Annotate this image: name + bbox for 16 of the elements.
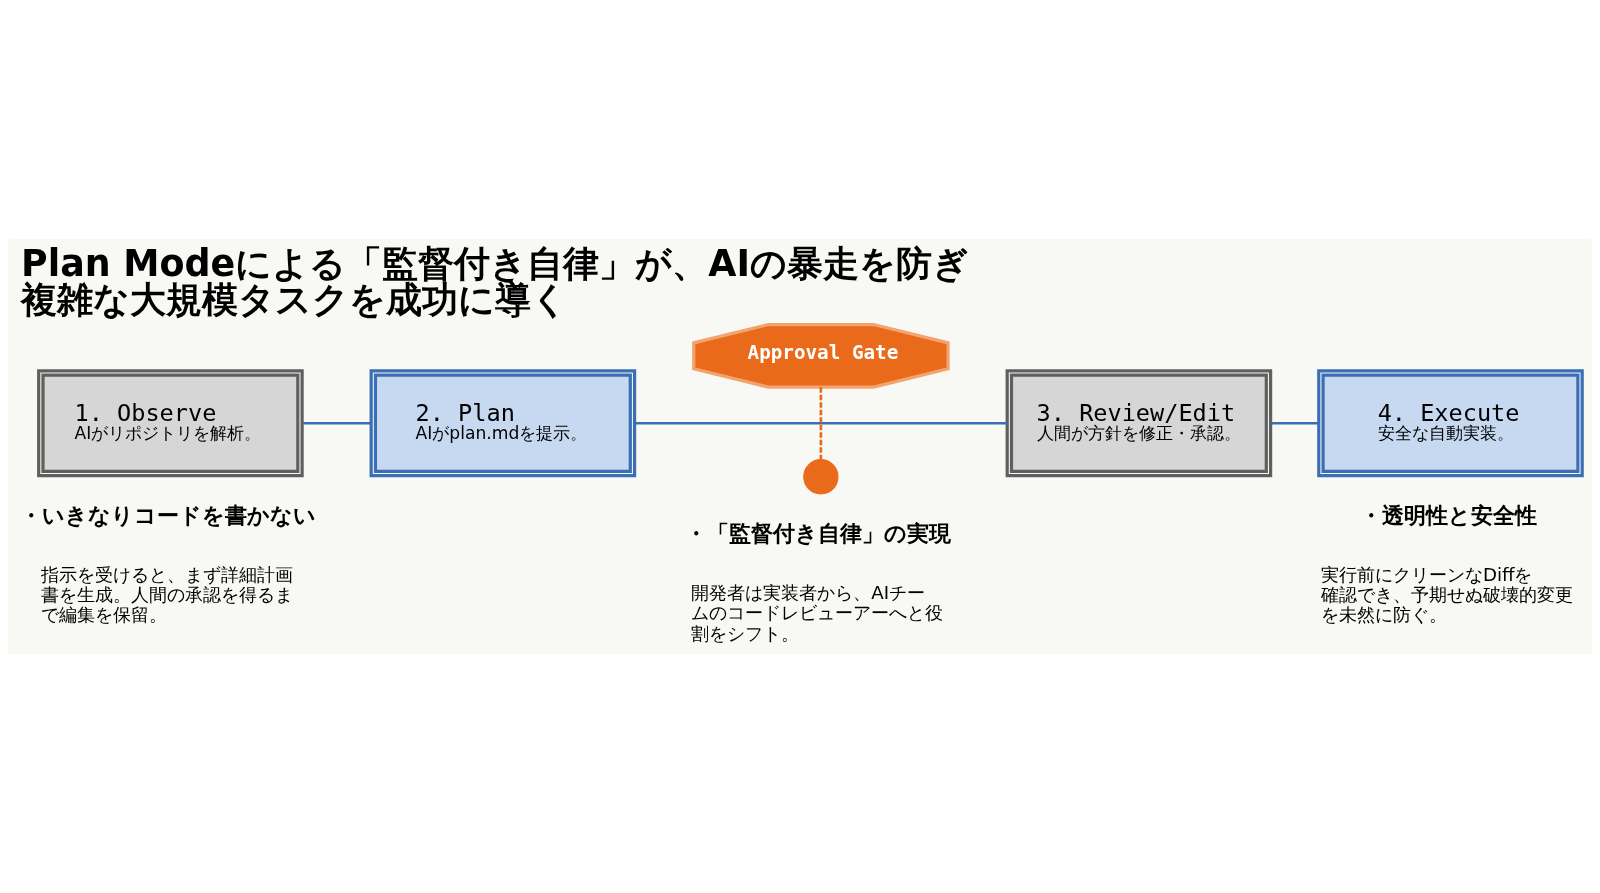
connector: [1270, 421, 1319, 425]
connector: [302, 421, 371, 425]
connector: [634, 421, 1008, 425]
node-box: 2. Plan AIがplan.mdを提示。: [369, 369, 637, 478]
label: 開発者は実装者から、AIチームのコードレビューアーへと役割をシフト。: [691, 581, 944, 644]
label: 指示を受けると、まず詳細計画書を生成。人間の承認を得るまで編集を保留。: [40, 563, 293, 626]
connector: [819, 387, 823, 460]
label: ・透明性と安全性: [1360, 502, 1537, 529]
node-person: [803, 459, 839, 495]
label: ・「監督付き自律」の実現: [684, 520, 951, 547]
node-box: 3. Review/Edit 人間が方針を修正・承認。: [1005, 369, 1273, 478]
diagram-title: Plan Modeによる「監督付き自律」が、AIの暴走を防ぎ複雑な大規模タスクを成功に導く: [21, 241, 969, 322]
label: ・いきなりコードを書かない: [19, 502, 316, 529]
node-box: 4. Execute 安全な自動実装。: [1317, 369, 1584, 478]
label: 実行前にクリーンなDiffを確認でき、予期せぬ破壊的変更を未然に防ぐ。: [1320, 563, 1573, 626]
node-box: 1. Observe AIがリポジトリを解析。: [37, 369, 304, 478]
